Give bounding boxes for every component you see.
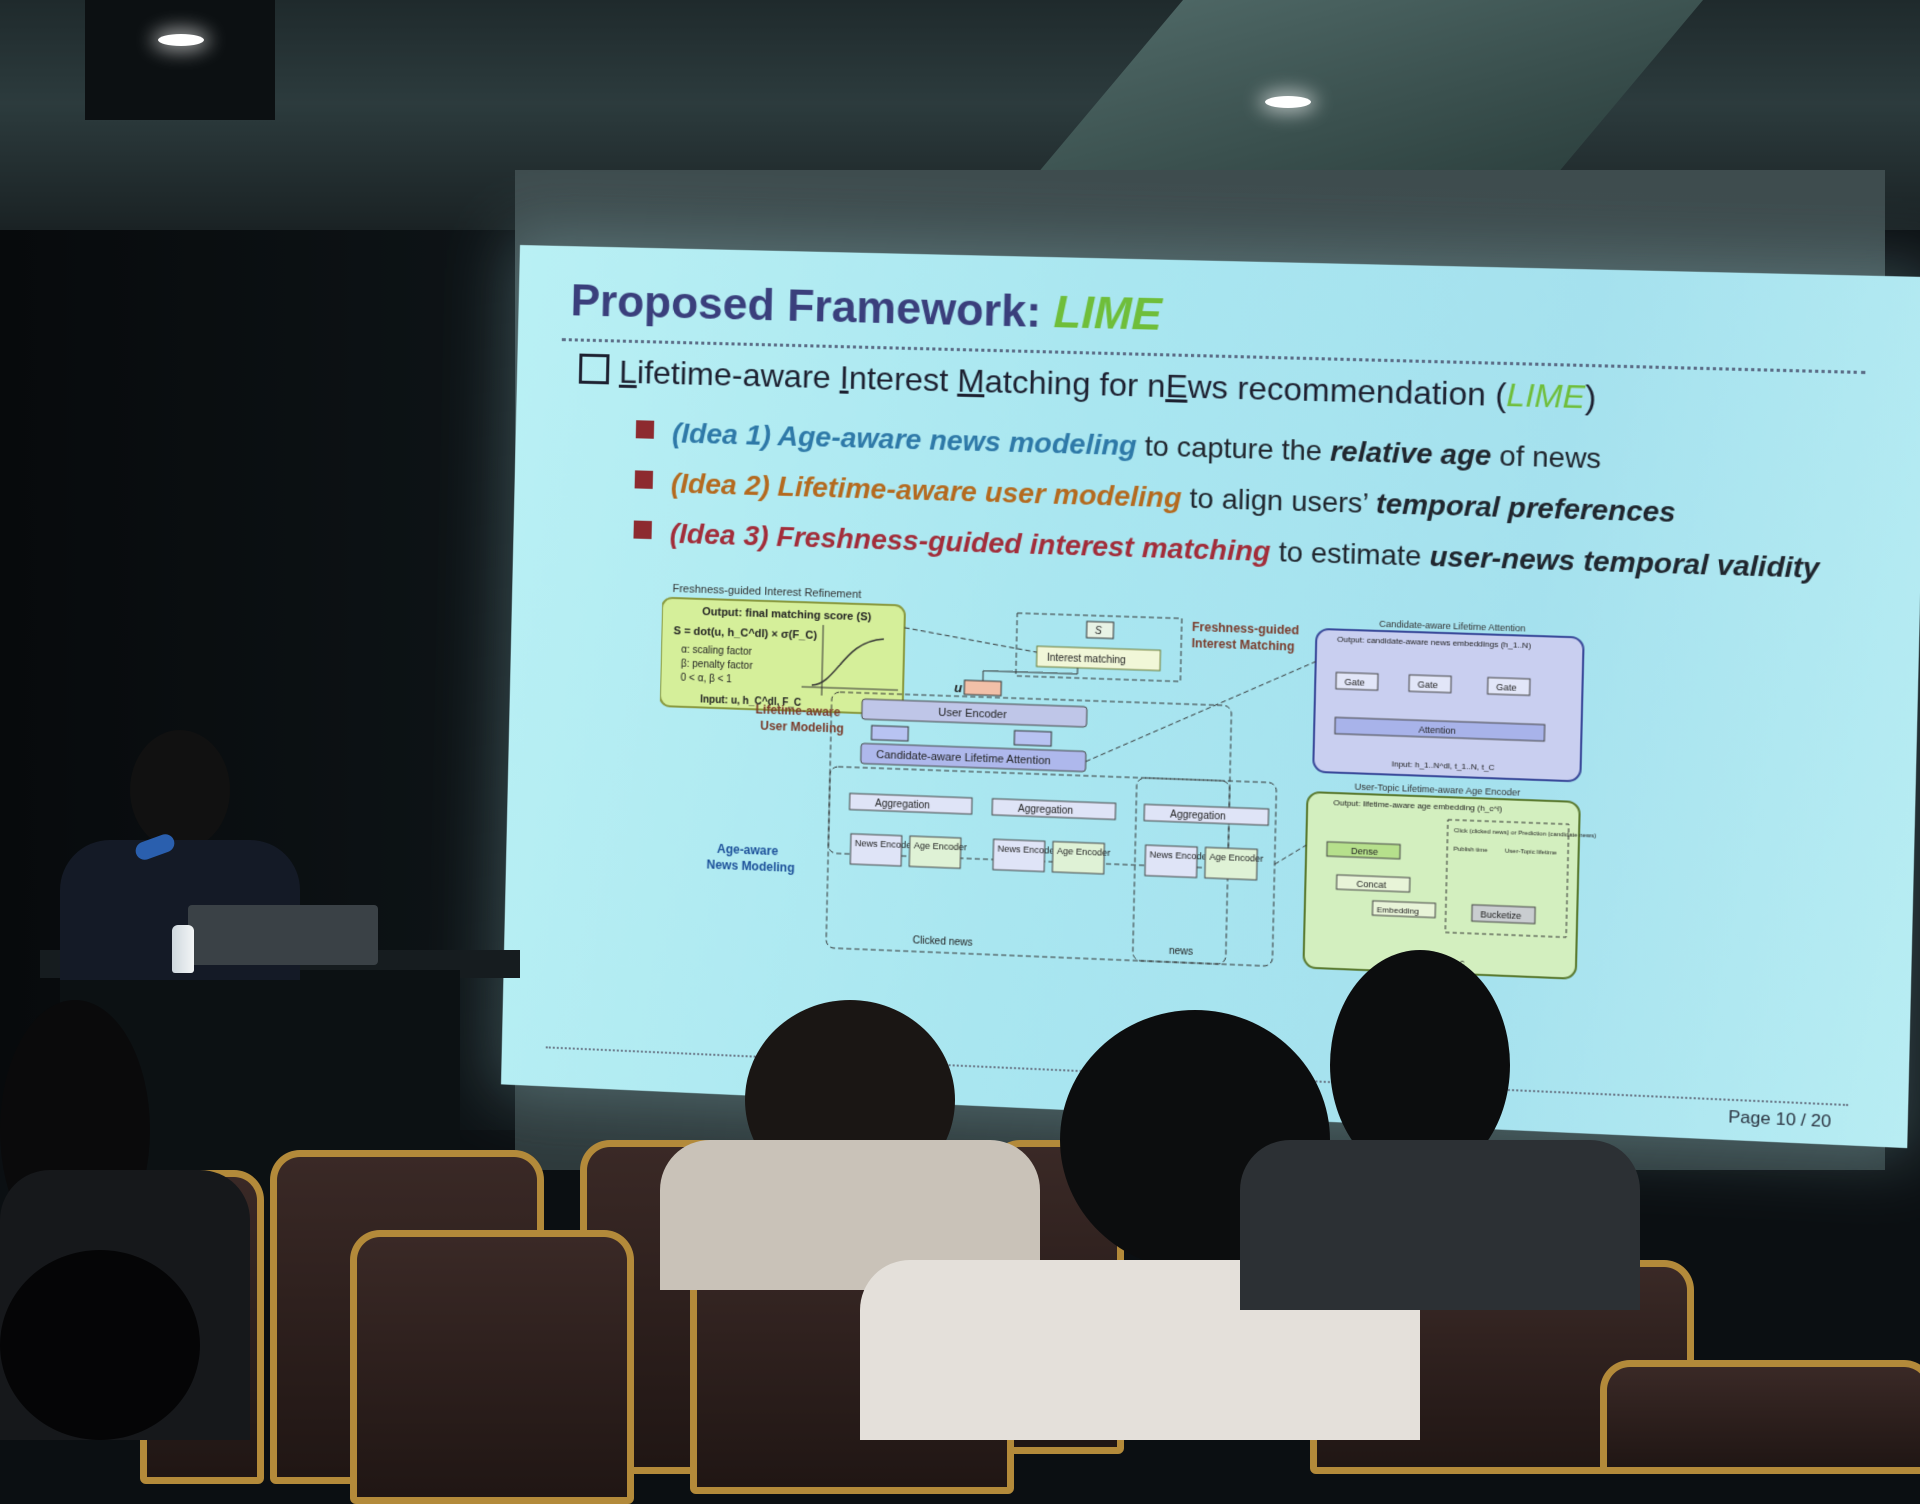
ceiling-light <box>1265 96 1311 108</box>
gate-label: Gate <box>1496 682 1517 693</box>
idea-2: (Idea 2) Lifetime-aware user modeling to… <box>634 466 1676 529</box>
bullet-text: M <box>957 362 985 399</box>
idea-emphasis: relative age <box>1330 435 1492 471</box>
u-label: u <box>954 680 963 695</box>
idea-label: (Idea 3) Freshness-guided interest match… <box>669 518 1271 568</box>
checkbox-icon <box>579 354 610 385</box>
connector <box>1086 654 1316 770</box>
bullet-text: ifetime-aware <box>637 354 841 395</box>
idea-label: (Idea 2) Lifetime-aware user modeling <box>671 467 1182 513</box>
aanm-label: News Modeling <box>706 857 794 875</box>
age-encoder-label: Age Encoder <box>914 840 967 852</box>
idea-emphasis: user-news temporal validity <box>1429 540 1820 584</box>
publish-time-label: Publish time <box>1453 847 1488 854</box>
news-column-1: Aggregation News Encoder Age Encoder <box>848 793 972 868</box>
h-vector <box>871 726 908 741</box>
slide-title: Proposed Framework: LIME <box>570 276 1162 341</box>
gate-label: Gate <box>1417 679 1438 690</box>
attention-label: Attention <box>1418 724 1455 736</box>
idea-text: to align users’ <box>1181 482 1376 519</box>
score-label: S <box>1095 626 1102 637</box>
audience <box>0 990 1920 1440</box>
ceiling-panel <box>1037 0 1703 174</box>
audience-head <box>0 1250 200 1440</box>
bullet-square-icon <box>633 520 651 539</box>
bucketize-label: Bucketize <box>1480 909 1521 921</box>
dense-label: Dense <box>1351 846 1378 857</box>
user-encoder-label: User Encoder <box>938 707 1007 722</box>
concat-label: Concat <box>1356 879 1386 890</box>
idea-text: of news <box>1491 440 1602 475</box>
ca-detail-box <box>1313 629 1583 782</box>
slide-title-accent: LIME <box>1053 288 1162 340</box>
ceiling-light <box>158 34 204 46</box>
bullet-text: ) <box>1585 378 1597 415</box>
bullet-text: ws recommendation ( <box>1187 368 1507 413</box>
age-encoder-label: Age Encoder <box>1209 852 1263 864</box>
age-encoder-label: Age Encoder <box>1057 846 1111 858</box>
law-label: User Modeling <box>760 719 844 736</box>
aggregation-label: Aggregation <box>1018 804 1073 817</box>
gate-label: Gate <box>1344 677 1365 688</box>
bullet-square-icon <box>635 470 653 489</box>
idea-1: (Idea 1) Age-aware news modeling to capt… <box>636 416 1602 475</box>
bullet-accent: LIME <box>1506 376 1586 415</box>
news-column-2: Aggregation News Encoder Age Encoder <box>991 799 1116 875</box>
slide-title-text: Proposed Framework: <box>570 276 1042 337</box>
idea-text: to estimate <box>1270 536 1430 573</box>
bullet-text: atching for n <box>984 363 1166 404</box>
fgim-label: Interest Matching <box>1191 636 1294 654</box>
bullet-text: nterest <box>848 359 957 398</box>
fgim-label: Freshness-guided <box>1192 620 1299 638</box>
water-bottle <box>172 925 194 973</box>
bullet-text: L <box>619 354 638 391</box>
laptop <box>188 905 378 965</box>
aggregation-label: Aggregation <box>875 798 930 811</box>
news-column-candidate: Aggregation News Encoder Age Encoder <box>1143 804 1269 880</box>
aggregation-label: Aggregation <box>1170 809 1226 822</box>
clicked-news-label: Clicked news <box>913 935 973 949</box>
chair <box>1600 1360 1920 1474</box>
refinement-alpha: α: scaling factor <box>681 644 753 657</box>
refinement-range: 0 < α, β < 1 <box>680 673 732 686</box>
news-label: news <box>1169 946 1193 958</box>
ceiling-beam <box>85 0 275 120</box>
u-vector <box>964 680 1001 695</box>
h-vector <box>1014 731 1051 746</box>
speaker-head <box>130 730 230 850</box>
law-label: Lifetime-aware <box>755 702 841 719</box>
idea-text: to capture the <box>1136 430 1330 467</box>
connector <box>1275 844 1307 866</box>
embedding-label: Embedding <box>1377 905 1419 916</box>
idea-label: (Idea 1) Age-aware news modeling <box>672 417 1137 461</box>
idea-emphasis: temporal preferences <box>1376 488 1676 529</box>
audience-body <box>1240 1140 1640 1310</box>
chair <box>350 1230 634 1504</box>
aanm-label: Age-aware <box>717 842 779 858</box>
bullet-square-icon <box>636 420 654 439</box>
bullet-text: E <box>1165 368 1188 405</box>
